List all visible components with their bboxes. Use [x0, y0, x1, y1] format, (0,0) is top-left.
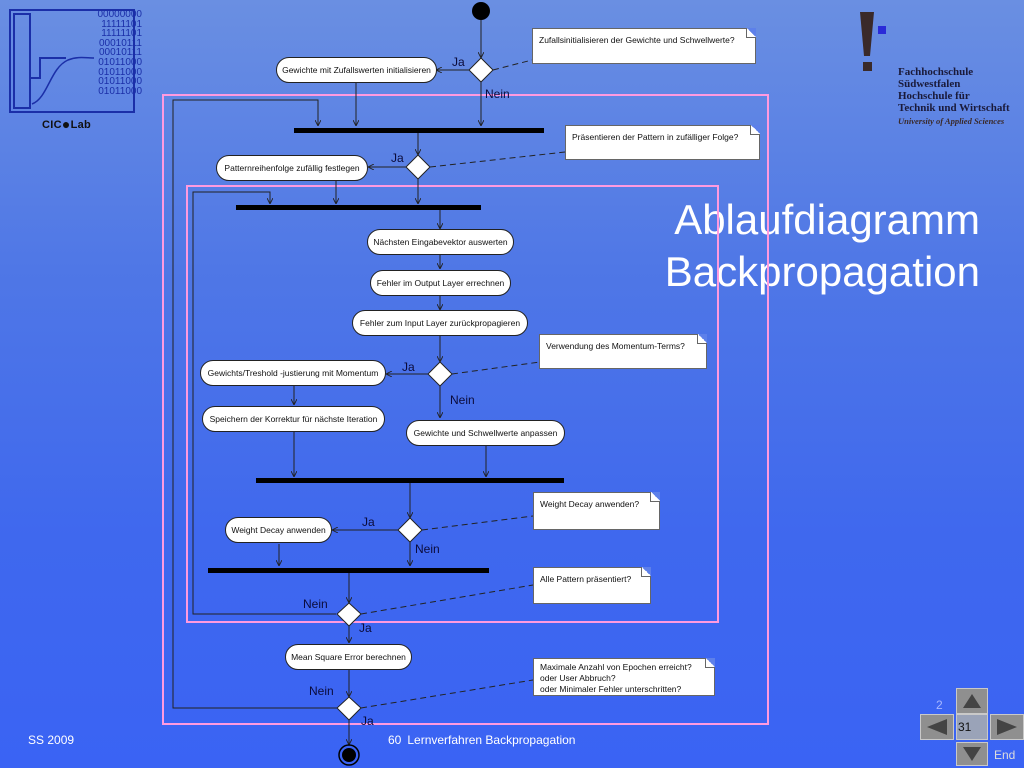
nav-up-button[interactable]: [956, 688, 988, 714]
label-no: Nein: [303, 597, 328, 611]
pattern-loop-frame: [186, 185, 719, 623]
nav-end-link[interactable]: End: [994, 748, 1016, 762]
label-no: Nein: [309, 684, 334, 698]
nav-page-indicator: [956, 714, 988, 740]
label-no: Nein: [485, 87, 510, 101]
activity-momentum-adjust: Gewichts/Treshold -justierung mit Moment…: [200, 360, 386, 386]
epoch-loop-frame: [162, 94, 769, 725]
footer-center: 60 Lernverfahren Backpropagation: [388, 733, 581, 747]
note-random-order: Präsentieren der Pattern in zufälliger F…: [565, 125, 760, 160]
activity-mse: Mean Square Error berechnen: [285, 644, 412, 670]
label-no: Nein: [450, 393, 475, 407]
activity-weight-decay: Weight Decay anwenden: [225, 517, 332, 543]
start-node: [472, 2, 490, 20]
decision-diamond: [397, 517, 423, 543]
end-node: [338, 744, 360, 766]
fh-line-1: Fachhochschule: [898, 66, 974, 78]
triangle-left-icon: [927, 719, 947, 735]
fh-logo: Fachhochschule Südwestfalen Hochschule f…: [856, 8, 1016, 132]
nav-page-number: 31: [958, 720, 972, 734]
cic-lab-wordmark: CIC●Lab: [42, 116, 92, 132]
slide-navigation: 2 31 End: [918, 686, 1024, 768]
nav-prev-button[interactable]: [920, 714, 954, 740]
label-yes: Ja: [452, 55, 465, 69]
decision-diamond: [405, 154, 431, 180]
slide-title-line-1: Ablaufdiagramm: [674, 196, 980, 243]
decision-diamond: [336, 602, 362, 627]
activity-output-error: Fehler im Output Layer errechnen: [370, 270, 511, 296]
decision-diamond: [427, 361, 453, 387]
note-weight-decay: Weight Decay anwenden?: [533, 492, 660, 530]
fh-line-2: Südwestfalen: [898, 78, 961, 90]
decision-diamond: [468, 57, 494, 83]
activity-backprop-error: Fehler zum Input Layer zurückpropagieren: [352, 310, 528, 336]
label-yes: Ja: [391, 151, 404, 165]
label-no: Nein: [415, 542, 440, 556]
activity-init-weights: Gewichte mit Zufallswerten initialisiere…: [276, 57, 437, 83]
sync-bar: [256, 478, 564, 483]
nav-down-button[interactable]: [956, 742, 988, 766]
triangle-down-icon: [963, 747, 981, 761]
sync-bar: [208, 568, 489, 573]
label-yes: Ja: [359, 621, 372, 635]
label-yes: Ja: [362, 515, 375, 529]
fh-tagline: University of Applied Sciences: [898, 116, 1005, 126]
end-node-core: [342, 748, 356, 762]
sync-bar: [294, 128, 544, 133]
triangle-right-icon: [997, 719, 1017, 735]
footer-slide-number: 60: [388, 733, 402, 747]
footer-topic: Lernverfahren Backpropagation: [407, 733, 576, 747]
triangle-up-icon: [963, 694, 981, 708]
decision-diamond: [336, 696, 362, 721]
nav-next-button[interactable]: [990, 714, 1024, 740]
nav-prev-count: 2: [936, 698, 943, 712]
label-yes: Ja: [402, 360, 415, 374]
fh-blue-square-icon: [878, 26, 886, 34]
activity-adjust-weights: Gewichte und Schwellwerte anpassen: [406, 420, 565, 446]
sync-bar: [236, 205, 481, 210]
note-stop-criteria: Maximale Anzahl von Epochen erreicht? od…: [533, 658, 715, 696]
fh-line-3: Hochschule für: [898, 90, 970, 102]
note-random-init: Zufallsinitialisieren der Gewichte und S…: [532, 28, 756, 64]
fh-exclamation-icon: [860, 12, 874, 71]
activity-next-vector: Nächsten Eingabevektor auswerten: [367, 229, 514, 255]
fh-line-4: Technik und Wirtschaft: [898, 102, 1010, 114]
footer-semester: SS 2009: [28, 733, 75, 747]
activity-store-correction: Speichern der Korrektur für nächste Iter…: [202, 406, 385, 432]
cic-lab-logo-graphic: [9, 9, 135, 113]
activity-random-order: Patternreihenfolge zufällig festlegen: [216, 155, 368, 181]
note-all-patterns: Alle Pattern präsentiert?: [533, 567, 651, 604]
label-yes: Ja: [361, 714, 374, 728]
note-momentum: Verwendung des Momentum-Terms?: [539, 334, 707, 369]
